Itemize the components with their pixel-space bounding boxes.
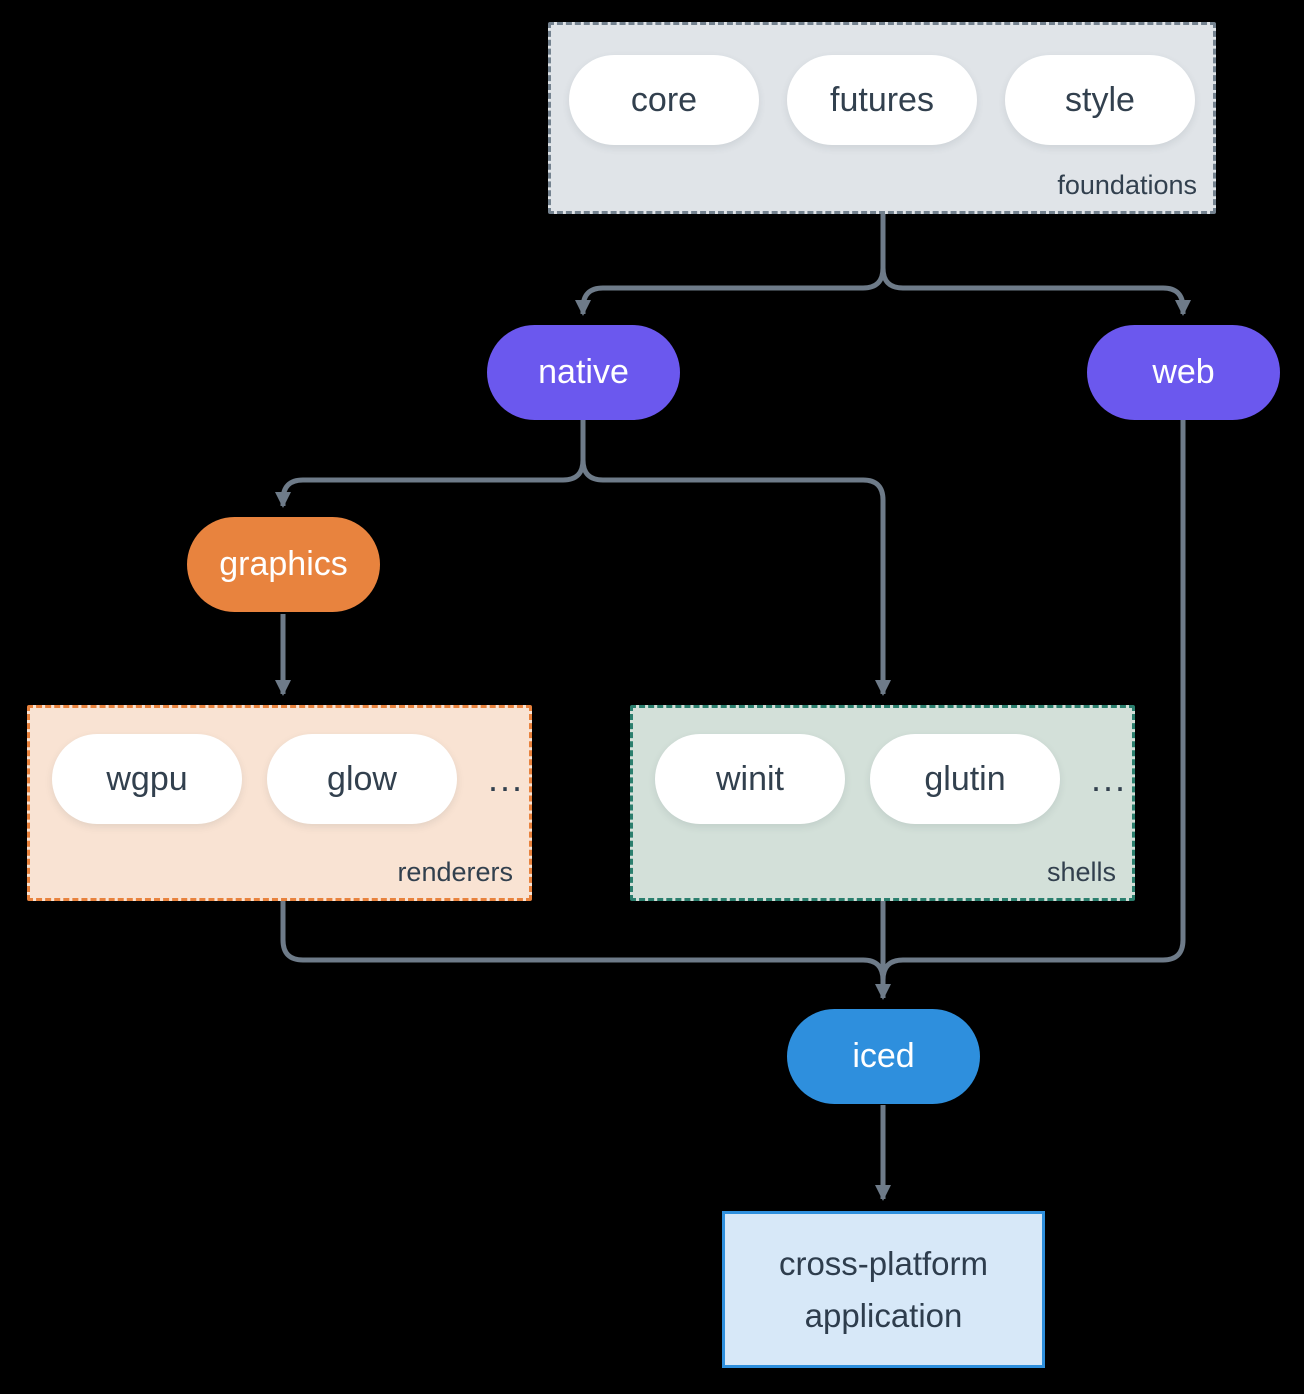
- shells-pill-row: winit glutin ...: [633, 708, 1132, 824]
- pill-wgpu: wgpu: [52, 734, 242, 824]
- shells-group: winit glutin ... shells: [630, 705, 1135, 901]
- shells-ellipsis: ...: [1091, 758, 1128, 799]
- foundations-group: core futures style foundations: [548, 22, 1216, 214]
- arrow-native-to-graphics: [275, 420, 586, 508]
- application-box: cross-platform application: [722, 1211, 1045, 1368]
- pill-futures: futures: [787, 55, 977, 145]
- pill-glow: glow: [267, 734, 457, 824]
- renderers-pill-row: wgpu glow ...: [30, 708, 529, 824]
- foundations-pill-row: core futures style: [551, 25, 1213, 145]
- arrow-native-to-shells: [580, 420, 891, 696]
- line-renderers-to-merge: [280, 901, 886, 981]
- foundations-label: foundations: [1057, 170, 1197, 200]
- arrow-foundations-to-native: [575, 214, 886, 316]
- renderers-group: wgpu glow ... renderers: [27, 705, 532, 901]
- node-web: web: [1087, 325, 1280, 420]
- pill-core: core: [569, 55, 759, 145]
- arrow-foundations-to-web: [880, 214, 1191, 316]
- pill-glutin: glutin: [870, 734, 1060, 824]
- node-native: native: [487, 325, 680, 420]
- pill-style: style: [1005, 55, 1195, 145]
- node-iced: iced: [787, 1009, 980, 1104]
- node-graphics: graphics: [187, 517, 380, 612]
- renderers-ellipsis: ...: [488, 758, 525, 799]
- application-label: cross-platform application: [778, 1245, 989, 1334]
- shells-label: shells: [1046, 857, 1116, 887]
- pill-winit: winit: [655, 734, 845, 824]
- renderers-label: renderers: [397, 857, 513, 887]
